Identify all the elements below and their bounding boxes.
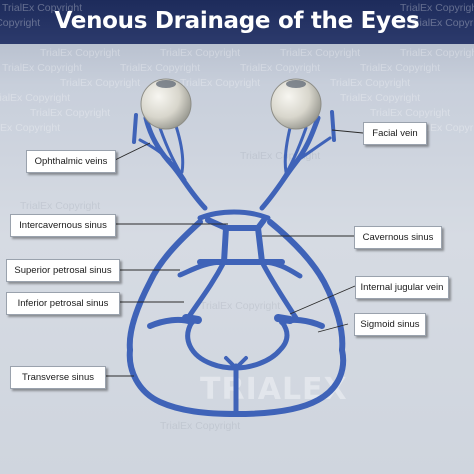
watermark: TrialEx Copyright <box>60 77 141 89</box>
watermark: TrialEx Copyright <box>160 47 241 59</box>
watermark: TrialEx Copyright <box>360 62 441 74</box>
title-bar <box>0 0 474 44</box>
leader-ophthalmic-veins <box>114 142 151 161</box>
label-internal-jugular-vein: Internal jugular vein <box>355 276 449 299</box>
left-ophthalmic-vein <box>143 115 208 211</box>
leader-lines <box>104 129 364 377</box>
watermark: TrialEx Copyright <box>2 62 83 74</box>
watermark: TrialEx Copyright <box>2 2 83 14</box>
vein-network <box>126 110 347 417</box>
right-facial-vein <box>330 110 336 142</box>
watermark: TrialEx Copyright <box>340 92 421 104</box>
right-eye <box>270 78 322 130</box>
watermark: TrialEx Copyright <box>120 62 201 74</box>
watermark: TrialEx Copyright <box>200 300 281 312</box>
watermark: TrialEx Copyright <box>160 420 241 432</box>
outer-loop-right <box>267 219 346 353</box>
internal-jugular-vein-left <box>182 314 202 324</box>
left-ophthalmic-branch <box>158 126 187 182</box>
left-ophthalmic-branch <box>138 138 172 162</box>
inner-loop <box>185 319 290 371</box>
inferior-petrosal-sinus-right <box>259 259 299 321</box>
label-sigmoid-sinus: Sigmoid sinus <box>354 313 426 336</box>
leader-facial-vein <box>331 129 364 134</box>
watermark: TrialEx Copyright <box>400 47 474 59</box>
watermark: TrialEx Copyright <box>400 2 474 14</box>
cavernous-sinus <box>197 217 285 265</box>
watermark: TrialEx Copyright <box>330 77 411 89</box>
intercavernous-sinus <box>197 209 271 221</box>
label-cavernous-sinus: Cavernous sinus <box>354 226 442 249</box>
right-ophthalmic-branch <box>296 136 332 162</box>
label-intercavernous-sinus: Intercavernous sinus <box>10 214 116 237</box>
watermark: TrialEx Copyright <box>180 77 261 89</box>
watermark: TrialEx Copyright <box>0 122 61 134</box>
watermark: TrialEx Copyright <box>0 92 71 104</box>
outer-loop-left <box>126 219 203 353</box>
label-inferior-petrosal-sinus: Inferior petrosal sinus <box>6 292 120 315</box>
watermark: TrialEx Copyright <box>410 17 474 29</box>
right-ophthalmic-branch <box>280 126 308 182</box>
watermark: TrialEx Copyright <box>0 17 41 29</box>
label-ophthalmic-veins: Ophthalmic veins <box>26 150 116 173</box>
left-eye <box>140 78 192 130</box>
watermark: TrialEx Copyright <box>20 200 101 212</box>
label-facial-vein: Facial vein <box>363 122 427 145</box>
trialex-logo: TRIALEX <box>200 372 348 407</box>
page-title: Venous Drainage of the Eyes <box>54 8 420 34</box>
left-facial-branch <box>132 113 138 144</box>
watermark: TrialEx Copyright <box>370 107 451 119</box>
right-ophthalmic-vein <box>259 115 321 211</box>
label-transverse-sinus: Transverse sinus <box>10 366 106 389</box>
watermark: TrialEx Copyright <box>280 47 361 59</box>
label-superior-petrosal-sinus: Superior petrosal sinus <box>6 259 120 282</box>
superior-petrosal-sinus-left <box>177 259 227 278</box>
leader-sigmoid-sinus <box>317 323 349 333</box>
internal-jugular-vein-right <box>274 314 294 324</box>
leader-internal-jugular-vein <box>289 285 356 315</box>
superior-petrosal-sinus-right <box>259 259 303 279</box>
watermark: TrialEx Copyright <box>40 47 121 59</box>
inferior-petrosal-sinus-left <box>185 259 227 321</box>
watermark: TrialEx Copyright <box>30 107 111 119</box>
left-ophthalmic-branch <box>174 124 185 174</box>
confluence-branch <box>224 356 248 370</box>
right-ophthalmic-branch <box>283 126 292 174</box>
watermark: TrialEx Copyright <box>240 62 321 74</box>
